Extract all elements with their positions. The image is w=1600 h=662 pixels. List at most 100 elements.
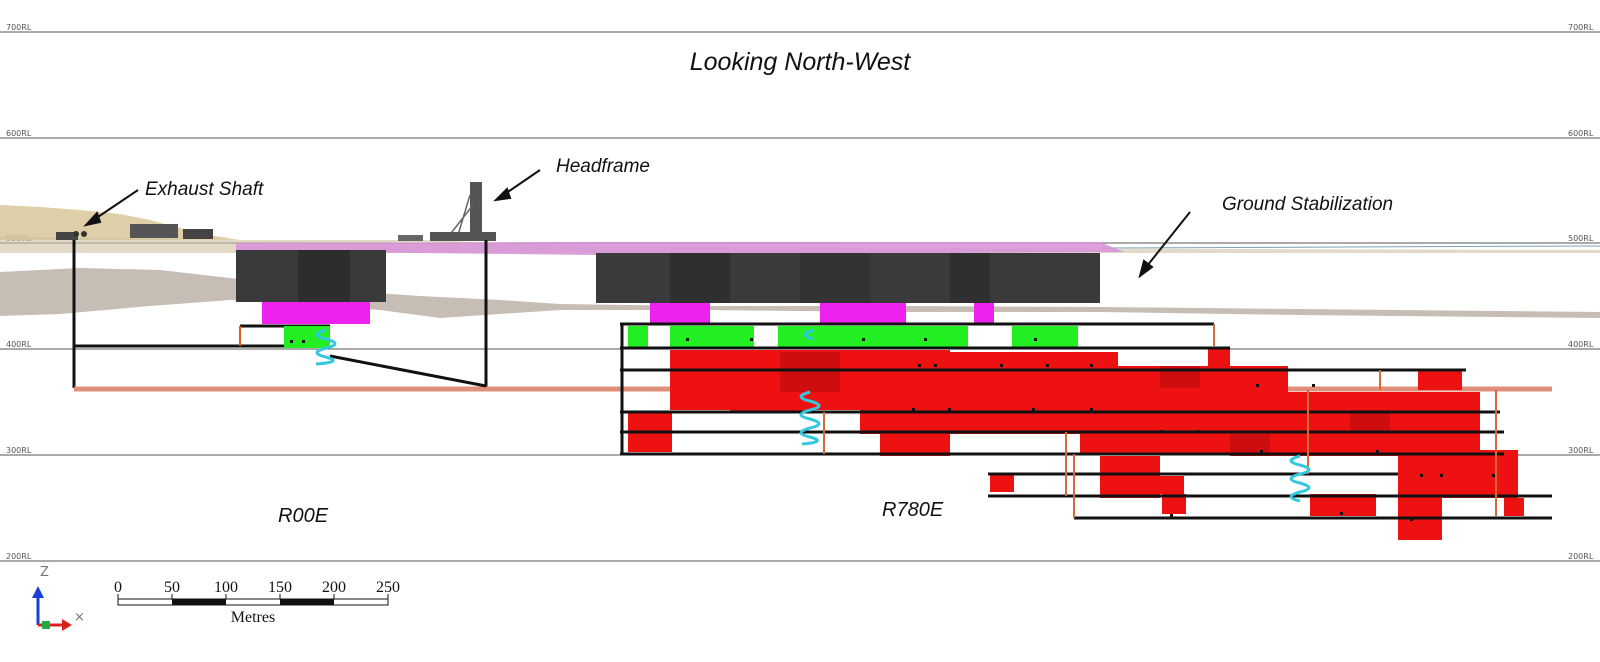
red-stope-9 <box>880 434 950 456</box>
surface-infrastructure <box>56 182 496 241</box>
rl-label-left-700: 700RL <box>6 23 32 32</box>
dot <box>1046 364 1049 367</box>
oxide-zone <box>0 268 1600 318</box>
axis-triad: Z × <box>32 565 85 631</box>
exhaust-fan-2 <box>81 231 87 237</box>
red-stope-5 <box>1418 370 1462 390</box>
crown-pillar-east-shade-1 <box>670 253 730 303</box>
x-axis-label: × <box>74 610 85 625</box>
dot <box>1090 364 1093 367</box>
z-axis-label: Z <box>40 565 49 580</box>
green-stope-4 <box>778 326 968 348</box>
red-stopes <box>628 348 1524 540</box>
scale-label-50: 50 <box>164 579 180 596</box>
scale-unit: Metres <box>231 609 275 626</box>
dot <box>1410 518 1413 521</box>
rl-label-left-200: 200RL <box>6 552 32 561</box>
diagram-title: Looking North-West <box>690 48 912 76</box>
rl-label-left-300: 300RL <box>6 446 32 455</box>
scale-label-100: 100 <box>214 579 238 596</box>
spiral-ramp-east <box>1289 454 1311 503</box>
scale-label-250: 250 <box>376 579 400 596</box>
green-stope-5 <box>1012 326 1078 348</box>
arrow-exhaust-shaft <box>91 189 139 222</box>
dot <box>948 408 951 411</box>
decline-ramp-link <box>329 354 487 388</box>
exhaust-fan-1 <box>73 231 79 237</box>
arrow-exhaust-shaft-head <box>83 211 102 227</box>
scale-label-200: 200 <box>322 579 346 596</box>
magenta-pillar-3 <box>820 303 906 323</box>
surface-building-1 <box>130 224 178 238</box>
dot <box>1340 512 1343 515</box>
dot <box>1492 474 1495 477</box>
rl-label-right-300: 300RL <box>1568 446 1594 455</box>
rl-labels-right: 700RL 600RL 500RL 400RL 300RL 200RL <box>1568 23 1594 561</box>
dot <box>862 338 865 341</box>
crown-pillars <box>236 250 1100 303</box>
crown-pillar-east-shade-3 <box>950 253 990 303</box>
red-shade-3 <box>1350 410 1390 432</box>
rl-label-right-200: 200RL <box>1568 552 1594 561</box>
arrow-ground-stabilization-head <box>1138 259 1154 279</box>
callout-arrows <box>83 169 1191 279</box>
scale-label-0: 0 <box>114 579 122 596</box>
surface-line-right <box>1099 245 1600 249</box>
dot <box>1256 384 1259 387</box>
scale-bar-segment-4 <box>280 599 334 605</box>
x-axis-arrowhead <box>62 619 72 631</box>
ground-stabilization-slab <box>236 242 1124 255</box>
arrow-ground-stabilization <box>1142 211 1191 272</box>
dot <box>1420 474 1423 477</box>
label-exhaust-shaft: Exhaust Shaft <box>145 179 264 200</box>
scale-bar-ticks <box>117 594 389 599</box>
dot <box>912 408 915 411</box>
rl-label-left-400: 400RL <box>6 340 32 349</box>
dot <box>750 338 753 341</box>
shafts <box>72 240 488 388</box>
arrow-headframe-head <box>493 187 512 202</box>
rl-label-right-400: 400RL <box>1568 340 1594 349</box>
dot <box>1260 450 1263 453</box>
scale-label-150: 150 <box>268 579 292 596</box>
surface-hill <box>0 205 240 240</box>
magenta-pillars <box>262 302 994 324</box>
green-stopes <box>284 326 1078 348</box>
label-ground-stabilization: Ground Stabilization <box>1222 194 1393 215</box>
stope-dots <box>290 338 1495 521</box>
dot <box>1312 384 1315 387</box>
dot <box>1196 430 1199 433</box>
red-stope-12 <box>1100 456 1160 498</box>
dot <box>918 364 921 367</box>
dot <box>1440 474 1443 477</box>
red-stope-14 <box>1160 476 1184 494</box>
surface-plant <box>398 235 423 241</box>
dot <box>302 340 305 343</box>
spiral-ramps <box>315 328 1311 503</box>
crown-pillar-east-shade-2 <box>800 253 870 303</box>
dot <box>1376 450 1379 453</box>
red-stope-7 <box>730 392 810 412</box>
dot <box>1160 430 1163 433</box>
rl-label-right-600: 600RL <box>1568 129 1594 138</box>
green-stope-2 <box>628 326 648 348</box>
red-stope-16 <box>1310 494 1376 516</box>
red-shade-1 <box>780 352 840 392</box>
spiral-ramp-west <box>315 328 337 366</box>
raises <box>823 324 1497 518</box>
dot <box>1034 338 1037 341</box>
dot <box>1032 408 1035 411</box>
headframe-structure <box>470 182 482 240</box>
east-level-drives <box>620 322 1552 520</box>
label-headframe: Headframe <box>556 156 650 177</box>
dot <box>934 364 937 367</box>
rl-label-left-600: 600RL <box>6 129 32 138</box>
magenta-pillar-2 <box>650 303 710 323</box>
scale-bar: 0 50 100 150 200 250 Metres <box>114 579 400 626</box>
spiral-ramp-center <box>799 328 821 446</box>
magenta-pillar-1 <box>262 302 370 324</box>
y-axis-marker <box>42 621 50 629</box>
scale-bar-segment-2 <box>172 599 226 605</box>
dot <box>1170 514 1173 517</box>
